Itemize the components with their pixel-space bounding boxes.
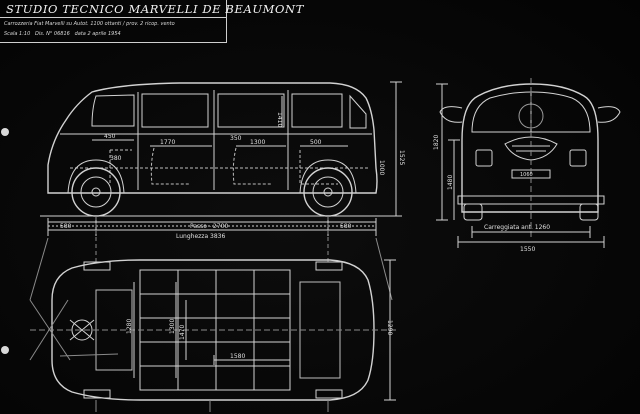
side-view (29, 81, 402, 301)
dim-front-seat: 450 (104, 133, 116, 140)
punch-hole-icon (1, 346, 9, 354)
studio-title: STUDIO TECNICO MARVELLI DE BEAUMONT (6, 2, 304, 16)
front-view (436, 78, 621, 248)
drawing-number: Dis. N° 06816 (35, 31, 70, 37)
dim-plan-seat-width: 1300 (169, 319, 176, 334)
dim-roof-right: 1410 (276, 112, 283, 127)
dim-rear-overhang: 580 (340, 223, 352, 230)
dim-overall-length: Lunghezza 3836 (176, 233, 225, 240)
dim-plan-seat-cross: 1470 (179, 325, 186, 340)
dim-front-overhang: 580 (60, 223, 72, 230)
dim-front-track: Carreggiata ant. 1260 (484, 224, 550, 231)
title-rule (0, 17, 226, 18)
title-block: STUDIO TECNICO MARVELLI DE BEAUMONT Carr… (0, 0, 303, 43)
dim-plan-floor-length: 1580 (230, 353, 245, 360)
scale-line: Scala 1:10 Dis. N° 06816 data 2 aprile 1… (4, 31, 121, 37)
dim-front-height: 1820 (433, 135, 440, 150)
project-line: Carrozzeria Fiat Marvelli su Autot. 1100… (4, 21, 175, 27)
dim-interior-2: 1300 (250, 139, 265, 146)
dim-wheelbase: Passo - 2700 (190, 223, 228, 230)
punch-hole-icon (1, 128, 9, 136)
dim-interior-1: 1770 (160, 139, 175, 146)
dim-front-height-mid: 1480 (447, 175, 454, 190)
dim-interior-3: 500 (310, 139, 322, 146)
plan-view (29, 259, 396, 412)
dim-roof-left: 350 (230, 135, 242, 142)
dim-plan-right-width: 1290 (386, 320, 393, 335)
scale-text: Scala 1:10 (4, 31, 31, 37)
dim-lower-left: 380 (110, 155, 122, 162)
dim-side-height: 1525 (398, 150, 405, 165)
dim-plan-interior-width: 1280 (126, 319, 133, 334)
dim-front-width: 1550 (520, 246, 535, 253)
dim-front-plate: 1060 (520, 172, 533, 178)
dim-side-height-partial: 1000 (378, 160, 385, 175)
drawing-date: data 2 aprile 1954 (74, 31, 121, 37)
